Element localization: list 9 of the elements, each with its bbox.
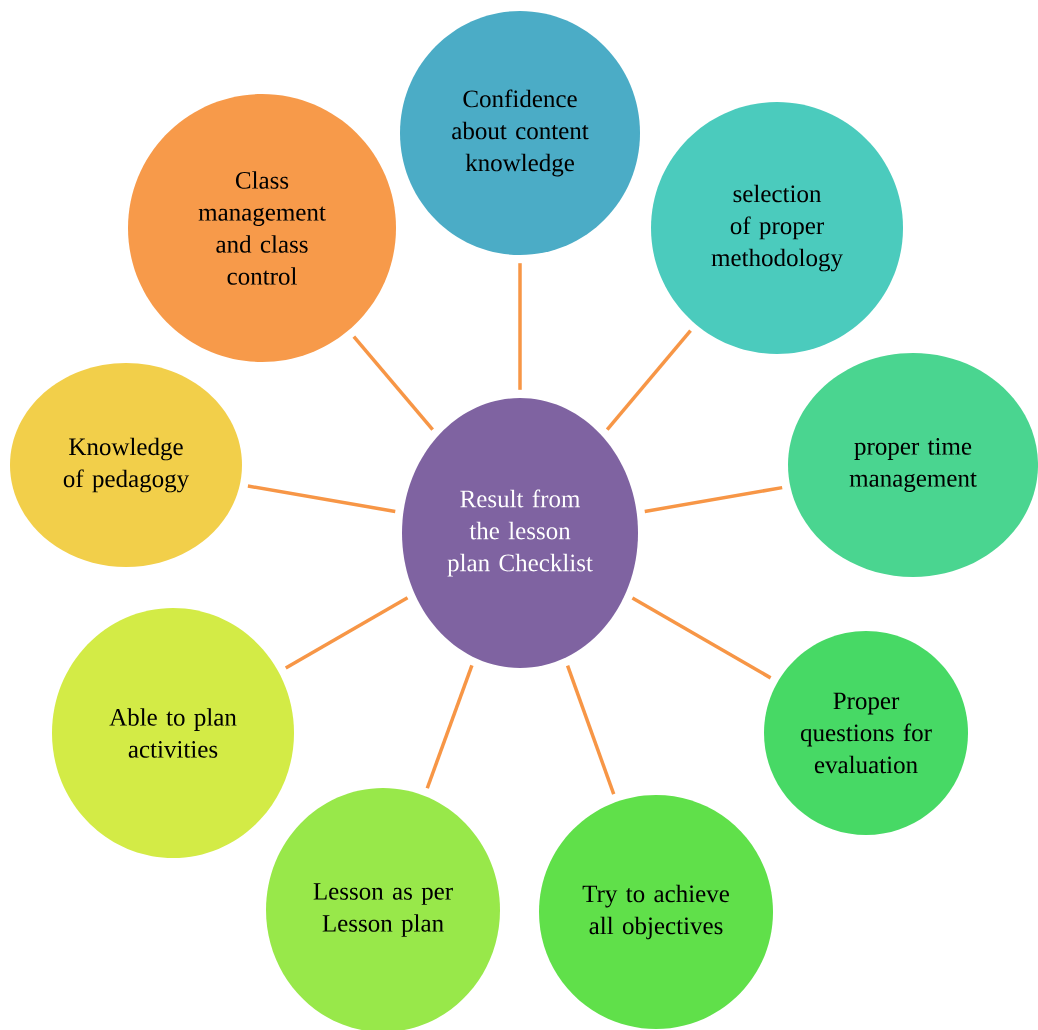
connector-line [631,596,772,680]
connector-line [565,665,616,795]
connector-line [352,335,434,431]
connector-line [247,484,396,514]
connector-line [644,485,783,514]
connector-line [605,329,692,431]
connector-line [425,664,474,789]
connector-line [518,263,522,390]
connector-line [284,596,409,670]
